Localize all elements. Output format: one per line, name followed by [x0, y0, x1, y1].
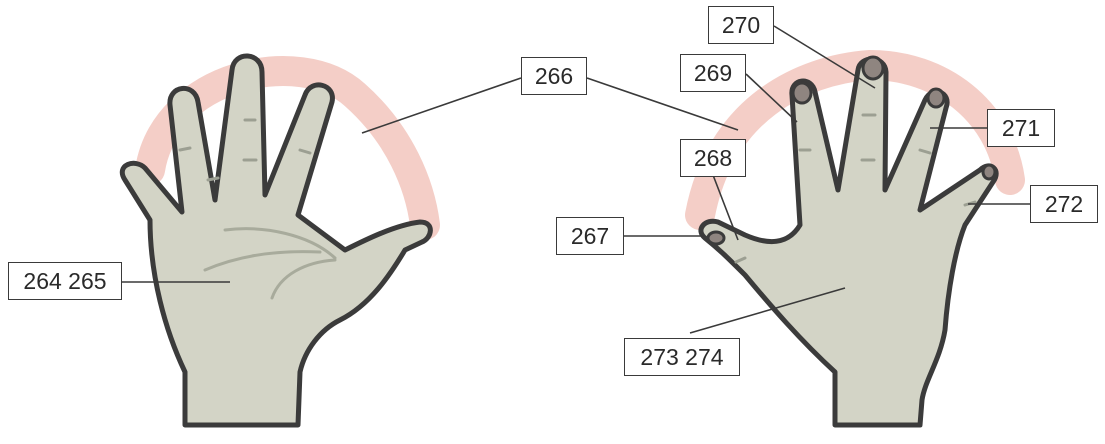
- label-index-finger: 269: [680, 54, 746, 92]
- left-palm-lines: [203, 227, 337, 300]
- left-hand-outline: [120, 53, 433, 428]
- leader-lines: [122, 25, 1030, 334]
- label-thumb-base: 268: [680, 139, 746, 177]
- left-hand-palm: [120, 53, 433, 428]
- label-little-finger: 272: [1030, 185, 1098, 223]
- label-fingertip-band: 266: [521, 57, 587, 95]
- label-thumb-tip: 267: [556, 217, 624, 255]
- label-middle-finger: 270: [708, 6, 774, 44]
- left-finger-creases: [178, 118, 312, 182]
- right-fingernails: [706, 55, 997, 246]
- label-ring-finger: 271: [987, 109, 1055, 147]
- label-back-of-hand: 273 274: [624, 338, 740, 376]
- label-palm-left: 264 265: [8, 262, 122, 300]
- right-hand-back: [698, 55, 999, 428]
